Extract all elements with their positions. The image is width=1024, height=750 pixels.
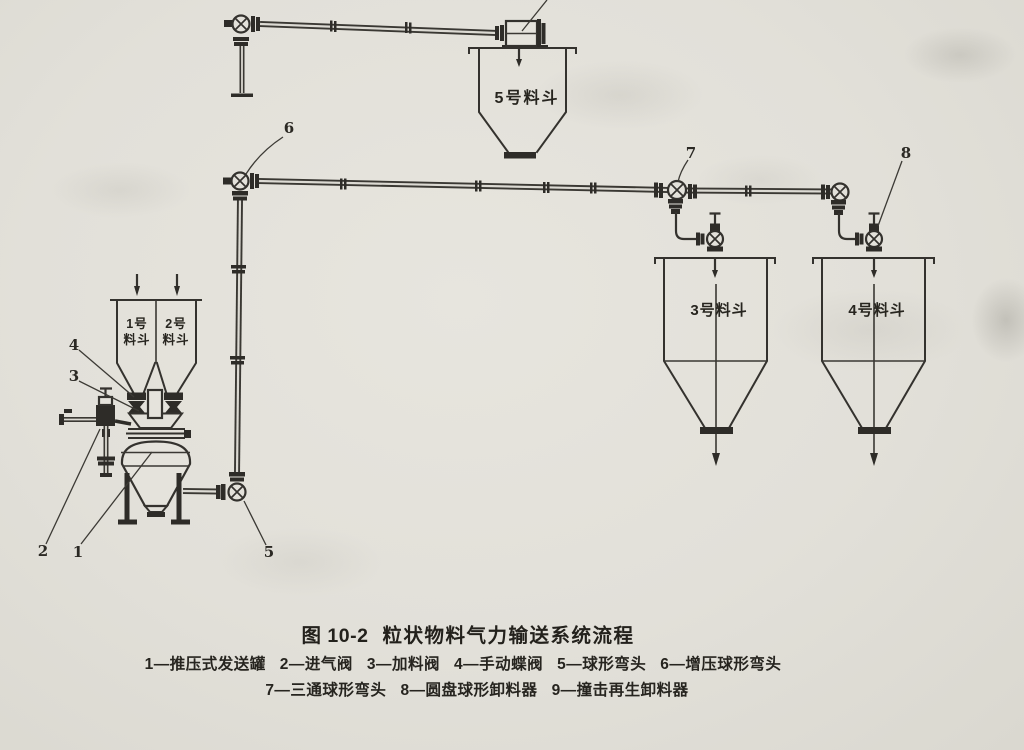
ball-elbow-icon [231, 14, 251, 34]
callout-6: 6 [283, 119, 295, 137]
impact-regeneration-unloader-9 [495, 0, 548, 67]
hopper-3-label: 3号料斗 [690, 302, 748, 319]
disc-ball-unloader-8a [674, 212, 725, 278]
main-pipe-run [182, 178, 832, 495]
callout-8-line [877, 160, 903, 227]
callout-7-line [677, 159, 689, 183]
figure-number: 图 10-2 [301, 625, 369, 647]
figure-title: 粒状物料气力输送系统流程 [382, 625, 635, 647]
sender-tank-1 [102, 428, 192, 525]
hopper-5 [468, 47, 577, 159]
feed-valves-3-4 [126, 388, 185, 429]
hopper-3 [654, 257, 776, 466]
callout-3: 3 [68, 367, 80, 385]
top-pipe-run [224, 14, 498, 97]
booster-ball-elbow-6 [223, 171, 259, 201]
legend-item-7: 7—三通球形弯头 [265, 682, 387, 699]
tee-ball-elbow-7a [654, 179, 697, 214]
callout-4: 4 [68, 336, 80, 354]
legend-item-3: 3—加料阀 [366, 656, 440, 673]
callout-8: 8 [900, 144, 912, 162]
legend-item-6: 6—增压球形弯头 [660, 656, 782, 673]
callout-9-line [521, 0, 548, 32]
callout-1-line [80, 451, 153, 545]
ball-elbow-5 [216, 472, 247, 502]
legend-item-4: 4—手动蝶阀 [454, 656, 544, 673]
hopper-5-label: 5号料斗 [494, 90, 560, 107]
callout-6-line [245, 136, 284, 175]
hopper-1-label: 1号 料斗 [123, 317, 151, 347]
hopper-2-label: 2号 料斗 [162, 317, 190, 347]
legend-item-1: 1—推压式发送罐 [144, 656, 266, 673]
callout-5: 5 [263, 543, 275, 561]
legend-line-1: 1—推压式发送罐 2—进气阀 3—加料阀 4—手动蝶阀 5—球形弯头 6—增压球形弯头 [138, 652, 789, 674]
legend-item-9: 9—撞击再生卸料器 [551, 682, 689, 699]
callout-3-line [78, 380, 140, 412]
callout-leader-lines [45, 136, 903, 546]
twin-feed-hoppers-1-2 [110, 274, 202, 394]
callout-4-line [78, 349, 135, 398]
legend-line-2: 7—三通球形弯头 8—圆盘球形卸料器 9—撞击再生卸料器 [258, 678, 695, 700]
legend-item-5: 5—球形弯头 [557, 656, 647, 673]
ball-elbow-7b [821, 182, 850, 215]
legend-item-8: 8—圆盘球形卸料器 [400, 682, 538, 699]
callout-2-line [45, 428, 101, 545]
callout-2: 2 [37, 542, 49, 560]
legend-item-2: 2—进气阀 [279, 656, 353, 673]
callout-5-line [243, 500, 267, 546]
figure-caption: 图 10-2 粒状物料气力输送系统流程 [302, 619, 635, 648]
air-inlet-valve-2 [59, 387, 132, 477]
callout-1: 1 [72, 543, 84, 561]
callout-7: 7 [685, 144, 697, 162]
hopper-4-label: 4号料斗 [848, 302, 906, 319]
disc-ball-unloader-8b [837, 212, 884, 278]
hopper-4 [812, 257, 935, 466]
